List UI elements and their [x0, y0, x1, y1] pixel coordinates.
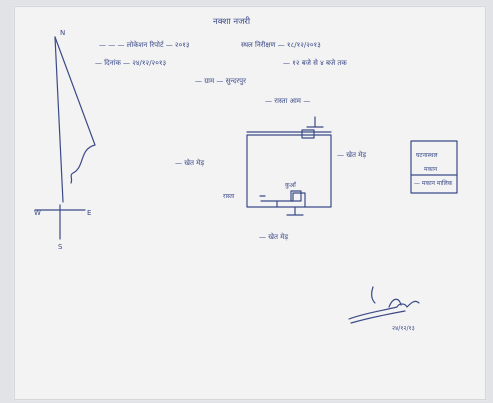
plot-outline	[246, 116, 332, 216]
compass-east-label: E	[87, 209, 91, 217]
header-line-3: — ग्राम — सुन्दरपुर	[195, 77, 246, 85]
left-entry-label: रास्ता	[223, 193, 235, 200]
header-line-2: — दिनांक — २४/१२/२०१३	[95, 58, 166, 67]
signature-date: २४/१२/१३	[392, 325, 415, 332]
signature-mark	[348, 286, 420, 324]
north-arrow-icon	[34, 36, 96, 240]
side-note-box	[410, 140, 458, 194]
top-road-label: — रास्ता आम —	[265, 97, 310, 105]
side-note-line-1: घटनास्थल	[416, 152, 439, 159]
paper-sheet: नक्शा नजरी — — — लोकेशन रिपोर्ट — २०१३ स…	[14, 6, 486, 400]
compass-west-label: W	[34, 209, 41, 217]
compass-north-label: N	[60, 29, 65, 37]
right-side-label: — खेत मेड़	[337, 150, 366, 159]
inside-label: कुआँ	[285, 181, 297, 189]
header-line-1: — — — लोकेशन रिपोर्ट — २०१३	[99, 40, 190, 49]
header-line-1-right: स्थल निरीक्षण — १८/१२/२०१३	[241, 40, 321, 49]
sketch-drawing: नक्शा नजरी — — — लोकेशन रिपोर्ट — २०१३ स…	[34, 16, 458, 332]
header-line-2-right: — १२ बजे से ४ बजे तक	[283, 58, 347, 67]
side-note-line-2: मकान	[424, 166, 438, 173]
bottom-side-label: — खेत मेड़	[259, 232, 288, 241]
side-note-line-3: — मकान मालिक	[414, 179, 453, 187]
compass-south-label: S	[58, 243, 63, 251]
left-side-label: — खेत मेड़	[175, 158, 204, 167]
title-text: नक्शा नजरी	[213, 16, 251, 27]
